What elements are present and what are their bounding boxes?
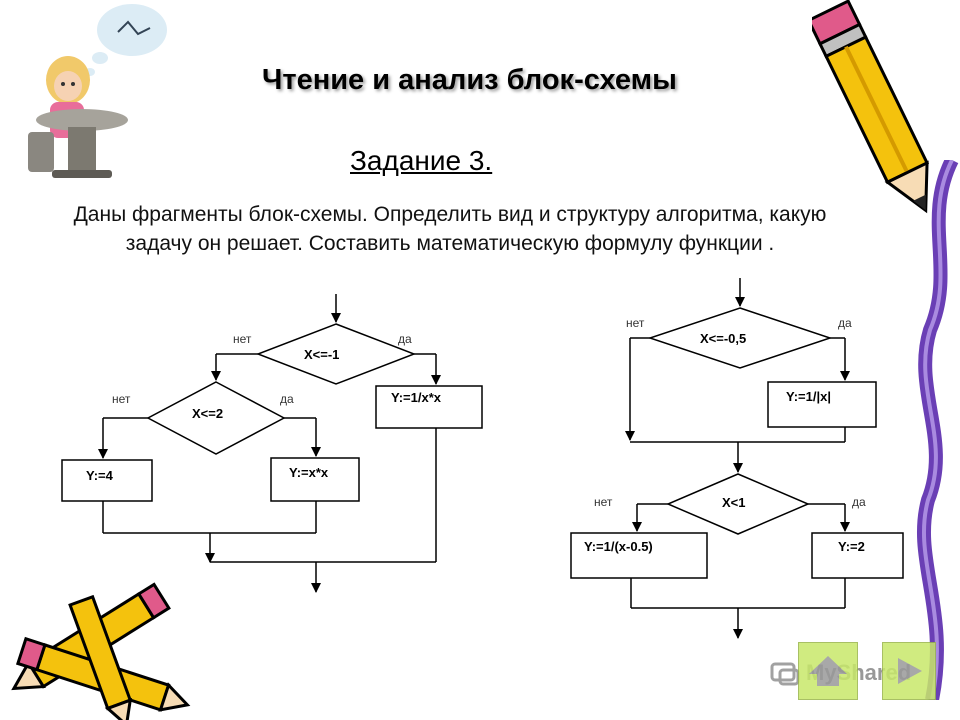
flow2-cond1-text: X<=-0,5	[700, 331, 746, 346]
watermark-logo-icon	[770, 662, 800, 686]
pencil-top-right-icon	[812, 0, 930, 214]
flow2-cond2-yes-label: да	[852, 495, 866, 509]
flow2-box-abs-text: Y:=1/|x|	[786, 389, 831, 404]
schoolgirl-at-desk-icon	[28, 4, 167, 178]
flow1-cond1-yes-label: да	[398, 332, 412, 346]
flow1-cond1-no-label: нет	[233, 332, 252, 346]
purple-ribbon-icon	[917, 160, 959, 700]
flow1-cond1-diamond	[255, 323, 417, 385]
task-description: Даны фрагменты блок-схемы. Определить ви…	[73, 203, 827, 255]
flow2-box-y2	[811, 532, 904, 579]
nav-home-button[interactable]	[798, 642, 858, 700]
flow2-cond2-no-label: нет	[594, 495, 613, 509]
flow1-cond2-text: X<=2	[192, 406, 223, 421]
flow1-cond1-text: X<=-1	[304, 347, 339, 362]
flow2-box-frac-text: Y:=1/(x-0.5)	[584, 539, 653, 554]
nav-next-button[interactable]	[882, 642, 936, 700]
slide-title: Чтение и анализ блок-схемы	[262, 64, 677, 96]
flow2-box-y2-text: Y:=2	[838, 539, 865, 554]
flow1-box-yxx-text: Y:=x*x	[289, 465, 329, 480]
flow2-cond2-text: X<1	[722, 495, 746, 510]
flow1-cond2-no-label: нет	[112, 392, 131, 406]
flow2-cond2-diamond	[666, 473, 810, 535]
flow1-box-y4-text: Y:=4	[86, 468, 114, 483]
flow2-cond1-no-label: нет	[626, 316, 645, 330]
pencils-bottom-left-icon	[11, 582, 191, 720]
flow1-box-y4	[61, 459, 153, 502]
home-icon	[809, 656, 847, 686]
flow1-cond2-diamond	[146, 381, 286, 455]
flow2-box-abs	[767, 381, 877, 428]
flow1-box-yxx	[270, 457, 360, 502]
flow1-box-y1xx	[375, 385, 483, 429]
play-arrow-icon	[898, 658, 922, 684]
task-title: Задание 3.	[350, 145, 493, 176]
flow2-cond1-diamond	[647, 307, 833, 369]
flow2-cond1-yes-label: да	[838, 316, 852, 330]
flow1-cond2-yes-label: да	[280, 392, 294, 406]
flow1-box-y1xx-text: Y:=1/x*x	[391, 390, 442, 405]
flow2-box-frac	[570, 532, 708, 579]
